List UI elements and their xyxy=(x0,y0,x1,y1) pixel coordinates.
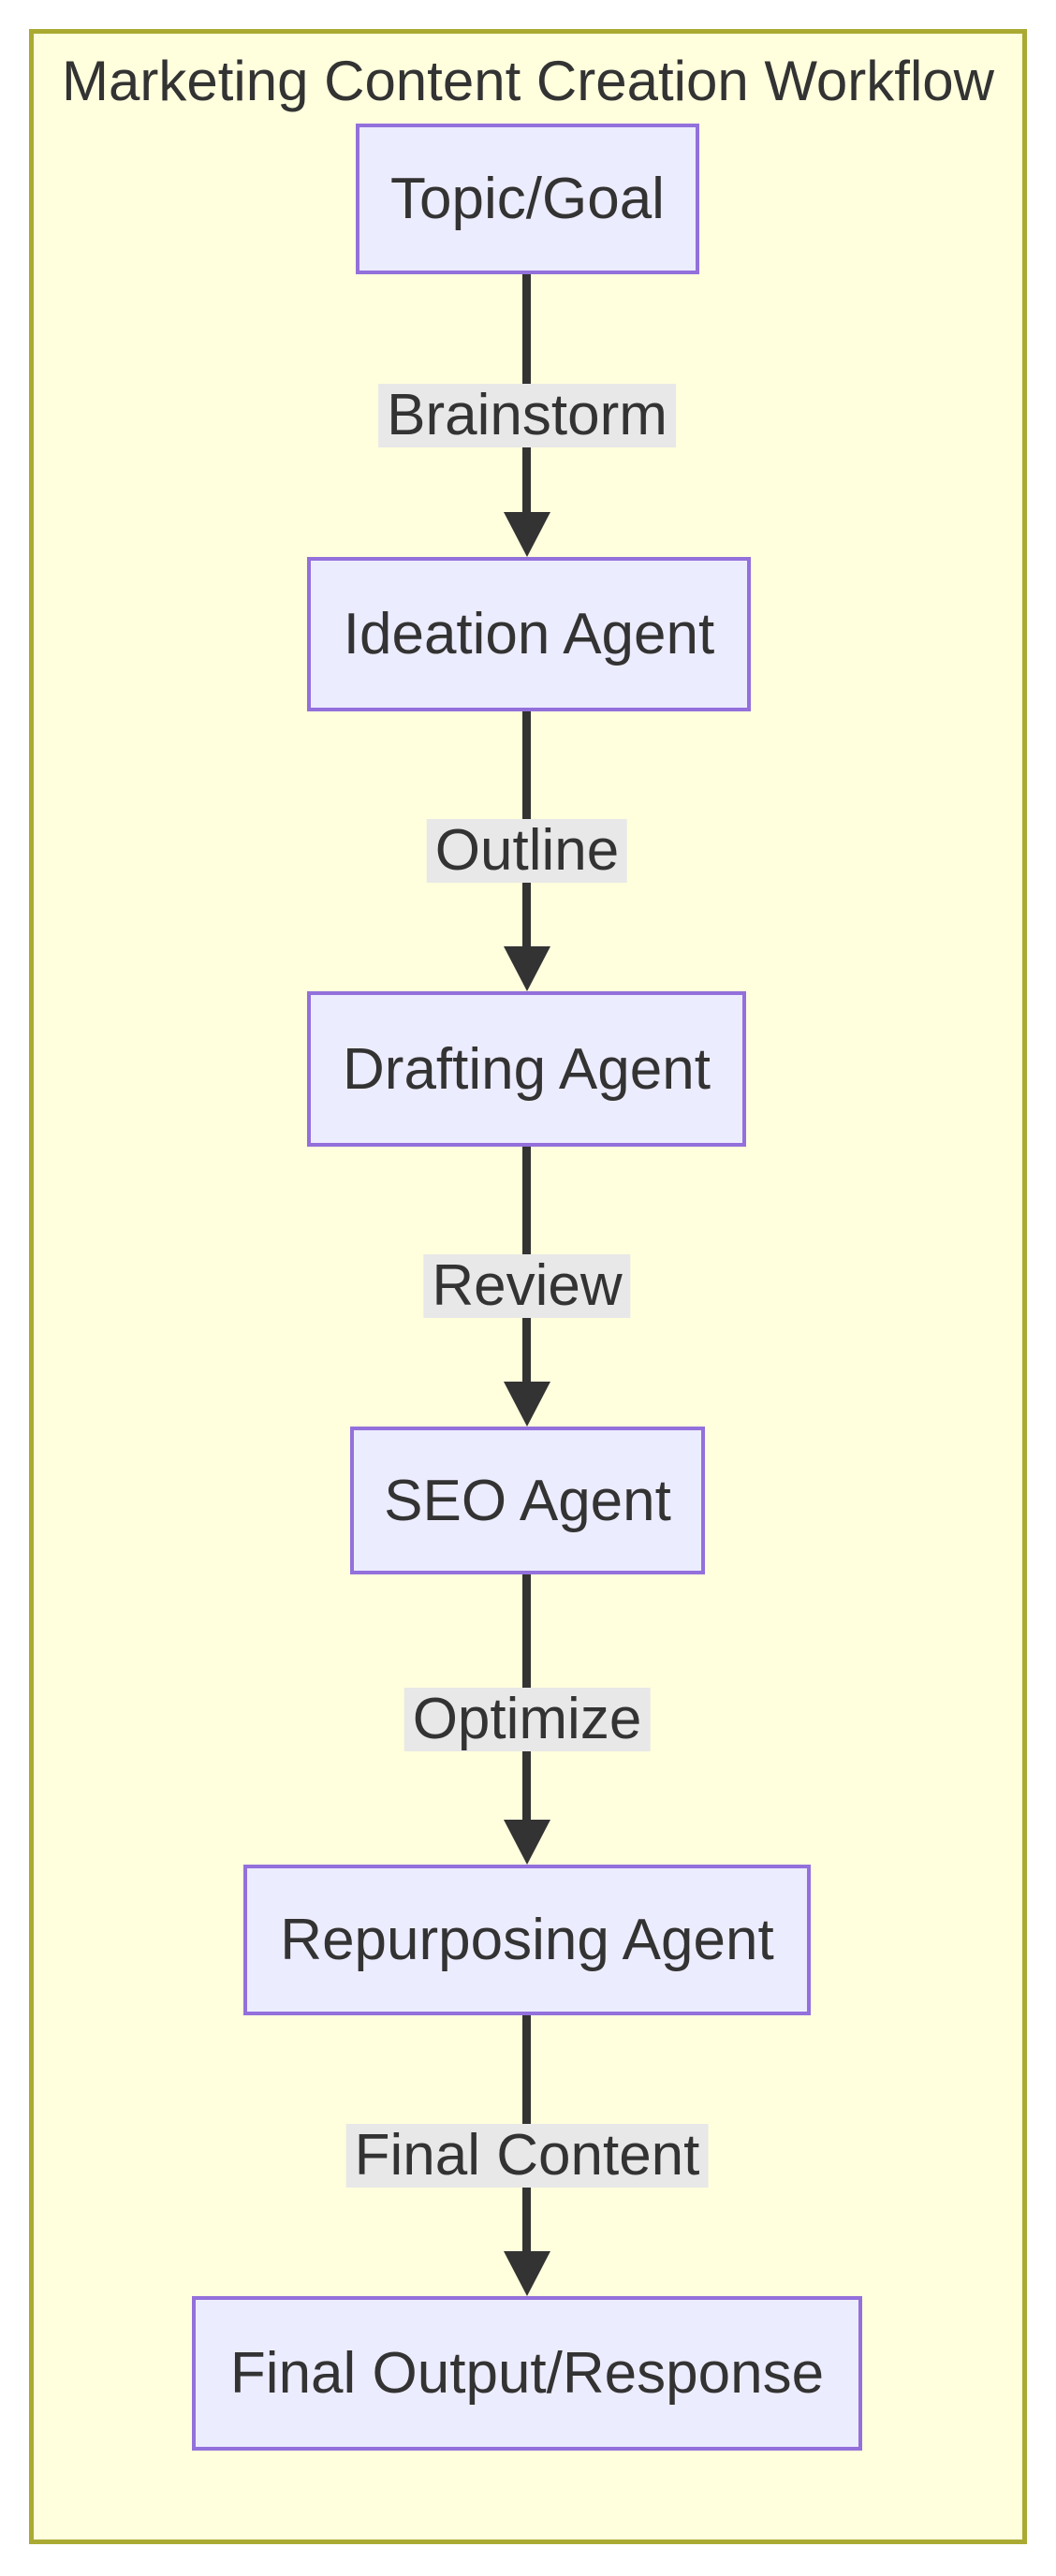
node-topic-goal: Topic/Goal xyxy=(356,124,699,274)
edge-label-review: Review xyxy=(423,1254,631,1318)
arrowhead-icon xyxy=(504,1820,550,1865)
arrowhead-icon xyxy=(504,512,550,557)
node-repurposing-agent: Repurposing Agent xyxy=(243,1865,811,2015)
subgraph-title: Marketing Content Creation Workflow xyxy=(62,50,994,112)
edge-label-optimize: Optimize xyxy=(403,1688,651,1751)
edge-label-brainstorm: Brainstorm xyxy=(378,384,676,447)
arrowhead-icon xyxy=(504,946,550,991)
arrowhead-icon xyxy=(504,1382,550,1427)
edge-label-final-content: Final Content xyxy=(345,2124,709,2188)
node-drafting-agent: Drafting Agent xyxy=(307,991,746,1147)
node-ideation-agent: Ideation Agent xyxy=(307,557,751,711)
node-final-output-response: Final Output/Response xyxy=(192,2296,862,2451)
node-seo-agent: SEO Agent xyxy=(350,1427,705,1574)
arrowhead-icon xyxy=(504,2251,550,2296)
edge-label-outline: Outline xyxy=(426,819,628,883)
